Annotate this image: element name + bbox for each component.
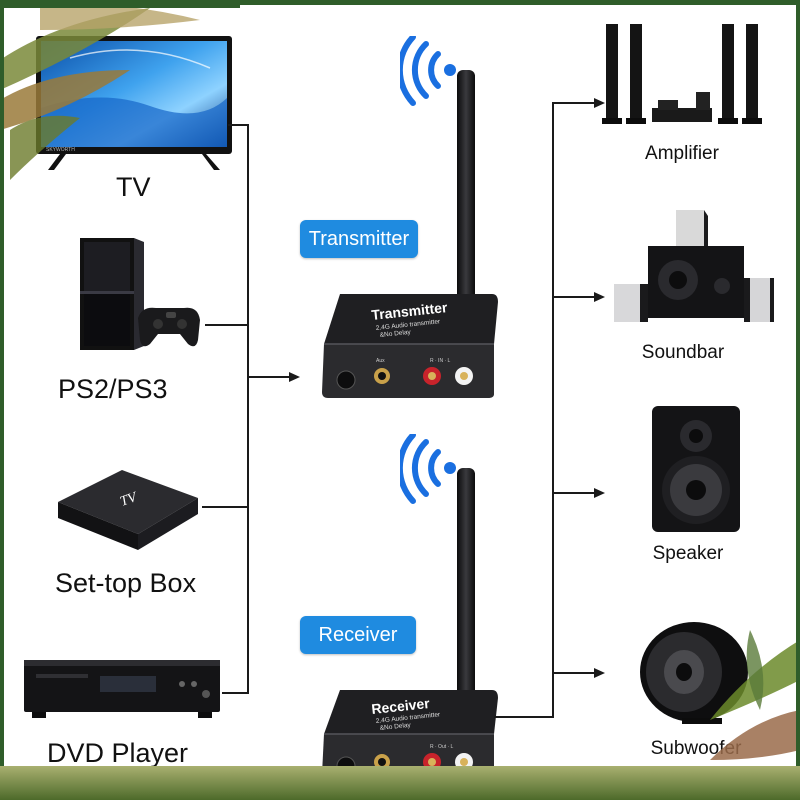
arrow-soundbar: [594, 292, 605, 302]
source-label-console: PS2/PS3: [58, 374, 168, 404]
tv-brand-text: SKYWORTH: [46, 147, 75, 153]
wire-subwoofer: [552, 672, 596, 674]
leaf-decoration: [0, 0, 240, 180]
frame-border-right: [796, 0, 800, 800]
wire-amplifier: [552, 102, 596, 104]
frame-border-left: [0, 0, 4, 800]
transmitter-port-aux: Aux: [376, 358, 385, 364]
receiver-body-title: Receiver: [371, 695, 431, 717]
transmitter-antenna: [457, 70, 475, 320]
wire-speaker: [552, 492, 596, 494]
receiver-body-sub2: &No Delay: [379, 722, 411, 732]
settop-illustration: TV: [58, 470, 198, 550]
receiver-port-out: R · Out · L: [430, 744, 454, 750]
output-label-speaker: Speaker: [652, 543, 724, 564]
wire-settop: [202, 506, 249, 508]
receiver-antenna: [457, 468, 475, 716]
frame-border-top: [0, 0, 800, 5]
svg-text:TV: TV: [118, 490, 140, 510]
leaf-decoration: [710, 630, 800, 760]
console-illustration: [80, 238, 200, 350]
arrow-speaker: [594, 488, 605, 498]
subwoofer-illustration: [640, 622, 748, 724]
transmitter-port-in: R · IN · L: [430, 358, 450, 364]
output-label-soundbar: Soundbar: [641, 342, 725, 363]
wire-soundbar: [552, 296, 596, 298]
transmitter-body-sub2: &No Delay: [379, 329, 411, 339]
arrow-amplifier: [594, 98, 605, 108]
wire-tv: [228, 124, 249, 126]
arrow-to-transmitter: [289, 372, 300, 382]
wifi-icon: [400, 36, 456, 106]
soundbar-illustration: [614, 210, 774, 322]
wire-left-bus: [247, 124, 249, 694]
wire-dvd: [222, 692, 249, 694]
source-label-tv: TV: [116, 172, 151, 202]
source-label-settop: Set-top Box: [55, 568, 197, 598]
transmitter-device: Transmitter 2.4G Audio transmitter &No D…: [322, 294, 498, 398]
transmitter-body-title: Transmitter: [371, 299, 449, 323]
amplifier-illustration: [602, 24, 762, 124]
receiver-tag: Receiver: [300, 616, 416, 654]
wire-right-bus: [552, 102, 554, 718]
transmitter-tag: Transmitter: [300, 220, 418, 258]
arrow-subwoofer: [594, 668, 605, 678]
dvd-illustration: [24, 660, 220, 718]
source-label-dvd: DVD Player: [47, 738, 189, 768]
speaker-illustration: [652, 406, 740, 532]
output-label-amplifier: Amplifier: [645, 143, 719, 164]
wire-from-receiver: [494, 716, 554, 718]
wire-console: [205, 324, 249, 326]
wire-to-transmitter: [247, 376, 293, 378]
frame-border-bottom: [0, 766, 800, 800]
wifi-icon: [400, 434, 456, 504]
